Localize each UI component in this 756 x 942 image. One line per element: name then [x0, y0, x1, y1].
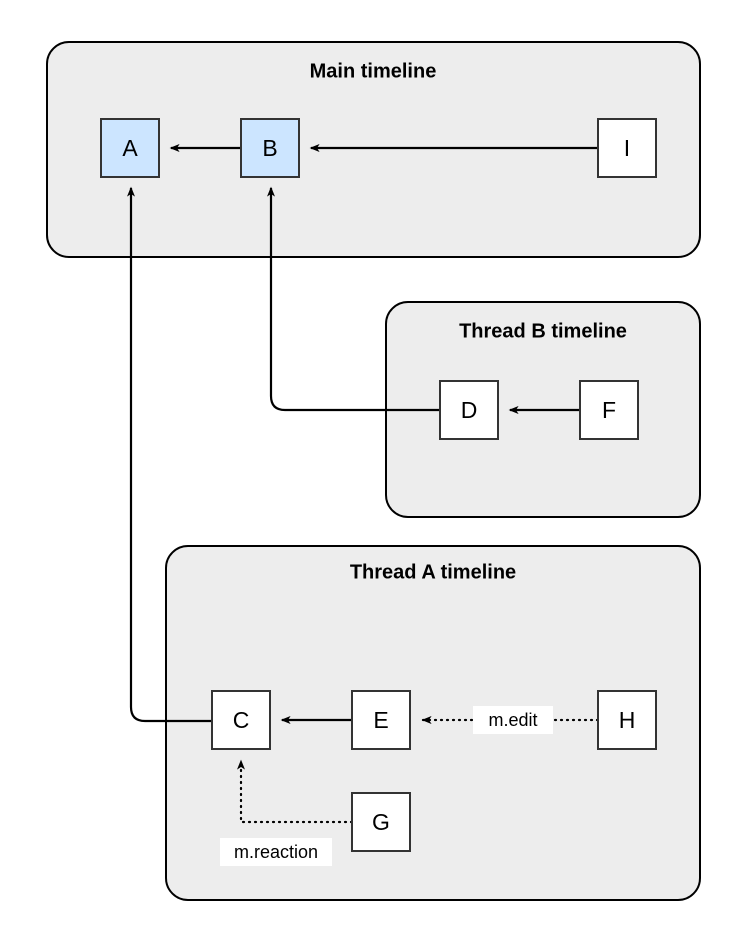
node-c-box	[211, 690, 271, 750]
node-b-box	[240, 118, 300, 178]
node-a-box	[100, 118, 160, 178]
node-b-label: B	[262, 135, 277, 161]
node-h[interactable]: H	[597, 690, 657, 750]
node-i-box	[597, 118, 657, 178]
node-g-label: G	[372, 809, 390, 835]
node-g-box	[351, 792, 411, 852]
node-f-box	[579, 380, 639, 440]
node-d-label: D	[461, 397, 478, 423]
container-thread-a-timeline-shape	[165, 545, 701, 901]
node-d[interactable]: D	[439, 380, 499, 440]
node-d-box	[439, 380, 499, 440]
node-f[interactable]: F	[579, 380, 639, 440]
container-thread-a-timeline[interactable]: Thread A timeline	[165, 545, 701, 901]
node-a[interactable]: A	[100, 118, 160, 178]
edge-c-to-a[interactable]	[127, 186, 212, 723]
node-e-label: E	[373, 707, 388, 733]
container-main-timeline-shape	[46, 41, 701, 258]
node-h-box	[597, 690, 657, 750]
node-i[interactable]: I	[597, 118, 657, 178]
node-b[interactable]: B	[240, 118, 300, 178]
edge-g-to-c[interactable]	[237, 759, 354, 824]
node-f-label: F	[602, 397, 616, 423]
node-e-box	[351, 690, 411, 750]
edge-label-m-reaction: m.reaction	[220, 838, 332, 866]
container-main-timeline[interactable]: Main timeline	[46, 41, 701, 258]
node-c[interactable]: C	[211, 690, 271, 750]
edge-label-m-reaction-plate	[220, 838, 332, 866]
container-main-timeline-title: Main timeline	[310, 60, 437, 82]
node-e[interactable]: E	[351, 690, 411, 750]
node-g[interactable]: G	[351, 792, 411, 852]
node-h-label: H	[619, 707, 636, 733]
edge-label-m-edit-text: m.edit	[488, 710, 537, 730]
edge-label-m-edit: m.edit	[473, 706, 553, 734]
node-a-label: A	[122, 135, 138, 161]
node-i-label: I	[624, 135, 630, 161]
edge-label-m-edit-plate	[473, 706, 553, 734]
container-thread-b-timeline-title: Thread B timeline	[459, 320, 627, 342]
edge-d-to-b[interactable]	[267, 186, 440, 412]
container-thread-a-timeline-title: Thread A timeline	[350, 561, 516, 583]
edge-label-m-reaction-text: m.reaction	[234, 842, 318, 862]
node-c-label: C	[233, 707, 250, 733]
